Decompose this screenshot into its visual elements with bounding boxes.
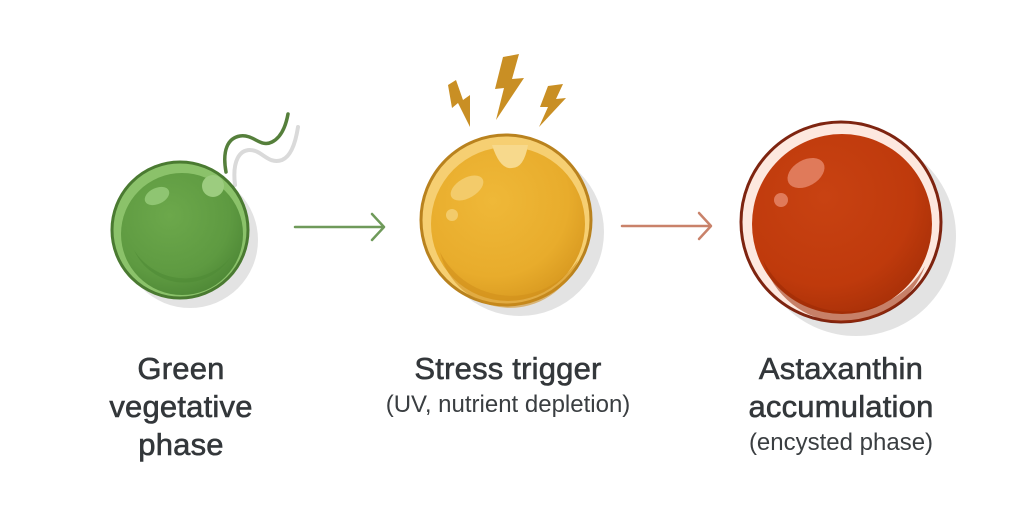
lightning-bolt-icon [539, 84, 566, 127]
stage-title: phase [138, 427, 224, 463]
arrow-stress-to-astaxanthin [620, 211, 713, 241]
stage-subtitle: (UV, nutrient depletion) [385, 391, 631, 418]
yellow-stressed-cell-icon [419, 133, 604, 316]
stage-subtitle: (encysted phase) [748, 429, 934, 456]
stage-label-astaxanthin: Astaxanthin accumulation (encysted phase… [748, 350, 933, 460]
stage-title: vegetative [109, 389, 253, 425]
arrow-green-to-stress [293, 212, 386, 242]
stage-label-stress: Stress trigger (UV, nutrient depletion) [386, 350, 631, 422]
lightning-bolt-icon [448, 80, 470, 127]
lightning-bolt-icons [448, 54, 566, 127]
stage-label-green: Green vegetative phase [109, 350, 253, 464]
red-encysted-cell-icon [739, 120, 956, 336]
stage-title: Stress trigger [414, 351, 602, 387]
lightning-bolt-icon [495, 54, 524, 120]
green-flagellated-cell-icon [110, 112, 300, 308]
stage-title: accumulation [748, 389, 934, 425]
stage-title: Astaxanthin [758, 351, 924, 387]
stage-title: Green [137, 351, 225, 387]
